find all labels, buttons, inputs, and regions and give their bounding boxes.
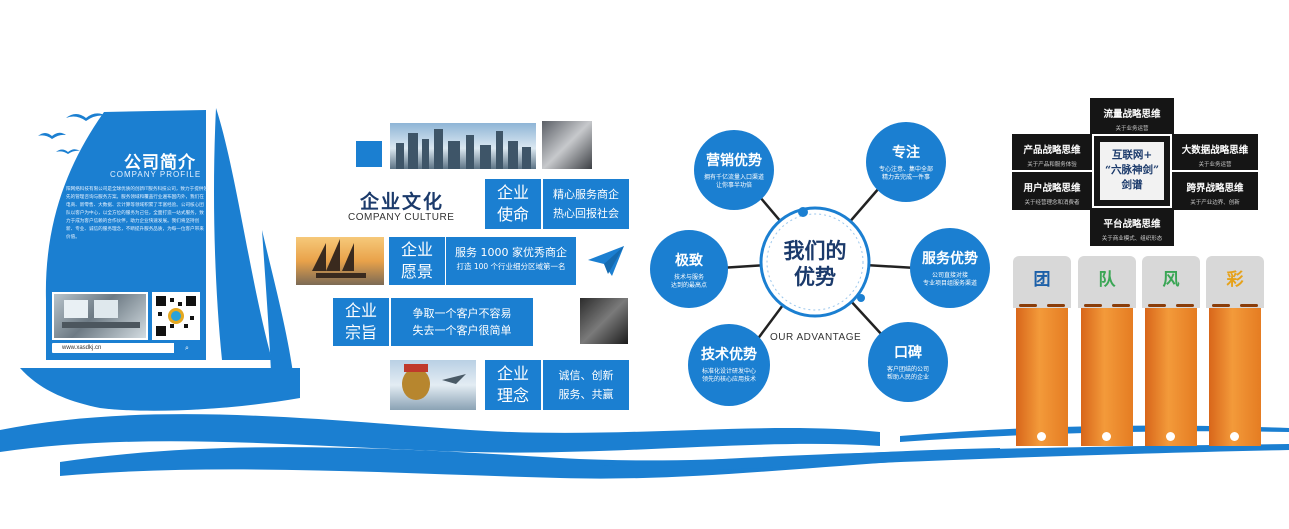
vision-text: 服务 1000 家优秀商企打造 100 个行业细分区域第一名 bbox=[446, 237, 576, 285]
wave-shape-1 bbox=[0, 414, 880, 453]
bird-icons bbox=[38, 113, 106, 154]
team-tag-4: 彩 bbox=[1206, 256, 1264, 446]
team-tag-2: 队 bbox=[1078, 256, 1136, 446]
spartan-helmet-image bbox=[390, 360, 476, 410]
team-char: 彩 bbox=[1206, 256, 1264, 308]
hull-shape bbox=[20, 368, 300, 411]
team-tag-3: 风 bbox=[1142, 256, 1200, 446]
company-profile-body: 阳网络科技有限公司是全球优质的创新IT服务科技公司，致力于提供领先的管理咨询与服… bbox=[66, 187, 208, 240]
concept-label: 企业理念 bbox=[485, 360, 541, 410]
search-icon: ⌕ bbox=[174, 343, 200, 353]
wave-shape-3 bbox=[600, 444, 1289, 474]
qr-code-image bbox=[152, 292, 200, 340]
strategy-big-data: 大数据战略思维关于业务运营 bbox=[1172, 134, 1258, 170]
advantage-focus: 专注 专心注意、集中全部精力去完成一件事 bbox=[866, 122, 946, 202]
globe-icon bbox=[1166, 432, 1175, 441]
company-profile-title: 公司简介 bbox=[124, 153, 196, 173]
advantage-title: 我们的优势 bbox=[783, 238, 847, 289]
mission-text: 精心服务商企热心回报社会 bbox=[543, 179, 629, 229]
team-char: 团 bbox=[1013, 256, 1071, 308]
strategy-core: 互联网+“六脉神剑”剑谱 bbox=[1100, 142, 1164, 200]
office-photo bbox=[52, 292, 148, 340]
wave-shape-2 bbox=[60, 447, 1000, 479]
globe-icon bbox=[1230, 432, 1239, 441]
advantage-excellence: 极致 技术与服务达到的最高点 bbox=[650, 230, 728, 308]
strategy-platform: 平台战略思维关于商业模式、组织形态 bbox=[1090, 208, 1174, 246]
advantage-marketing: 营销优势 拥有千亿流量入口渠道让你事半功倍 bbox=[694, 130, 774, 210]
culture-title: 企业文化 bbox=[360, 191, 445, 213]
purpose-text: 争取一个客户不容易失去一个客户很简单 bbox=[391, 298, 533, 346]
globe-icon bbox=[1102, 432, 1111, 441]
team-char: 风 bbox=[1142, 256, 1200, 308]
company-url: www.xasdkj.cn bbox=[62, 345, 102, 351]
sailing-ship-image bbox=[296, 237, 384, 285]
handshake-image bbox=[542, 121, 592, 169]
culture-subtitle: COMPANY CULTURE bbox=[348, 212, 455, 223]
vision-label: 企业愿景 bbox=[389, 237, 445, 285]
strategy-traffic: 流量战略思维关于业务运营 bbox=[1090, 98, 1174, 134]
globe-icon bbox=[1037, 432, 1046, 441]
advantage-reputation: 口碑 客户团结的公司帮助人民的企业 bbox=[868, 322, 948, 402]
paper-plane-icon bbox=[588, 246, 624, 280]
url-bar bbox=[52, 343, 200, 353]
decor-square bbox=[356, 141, 382, 167]
mission-label: 企业使命 bbox=[485, 179, 541, 229]
front-sail-shape bbox=[214, 108, 272, 360]
company-profile-subtitle: COMPANY PROFILE bbox=[110, 170, 202, 179]
jib-sail-shape bbox=[262, 230, 296, 396]
strategy-product: 产品战略思维关于产品和服务体验 bbox=[1012, 134, 1092, 170]
strategy-crossover: 跨界战略思维关于产业边界、创新 bbox=[1172, 172, 1258, 210]
team-char: 队 bbox=[1078, 256, 1136, 308]
advantage-center-ring bbox=[759, 206, 871, 318]
advantage-service: 服务优势 公司直接对接专业项目组服务渠道 bbox=[910, 228, 990, 308]
strategy-user: 用户战略思维关于经营理念和消费者 bbox=[1012, 172, 1092, 210]
advantage-subtitle: OUR ADVANTAGE bbox=[770, 332, 862, 343]
purpose-label: 企业宗旨 bbox=[333, 298, 389, 346]
hands-teamwork-image bbox=[580, 298, 628, 344]
team-tag-1: 团 bbox=[1013, 256, 1071, 446]
concept-text: 诚信、创新服务、共赢 bbox=[543, 360, 629, 410]
advantage-technology: 技术优势 标准化设计研发中心领先的核心应用技术 bbox=[688, 324, 770, 406]
city-skyline-image bbox=[390, 123, 536, 169]
